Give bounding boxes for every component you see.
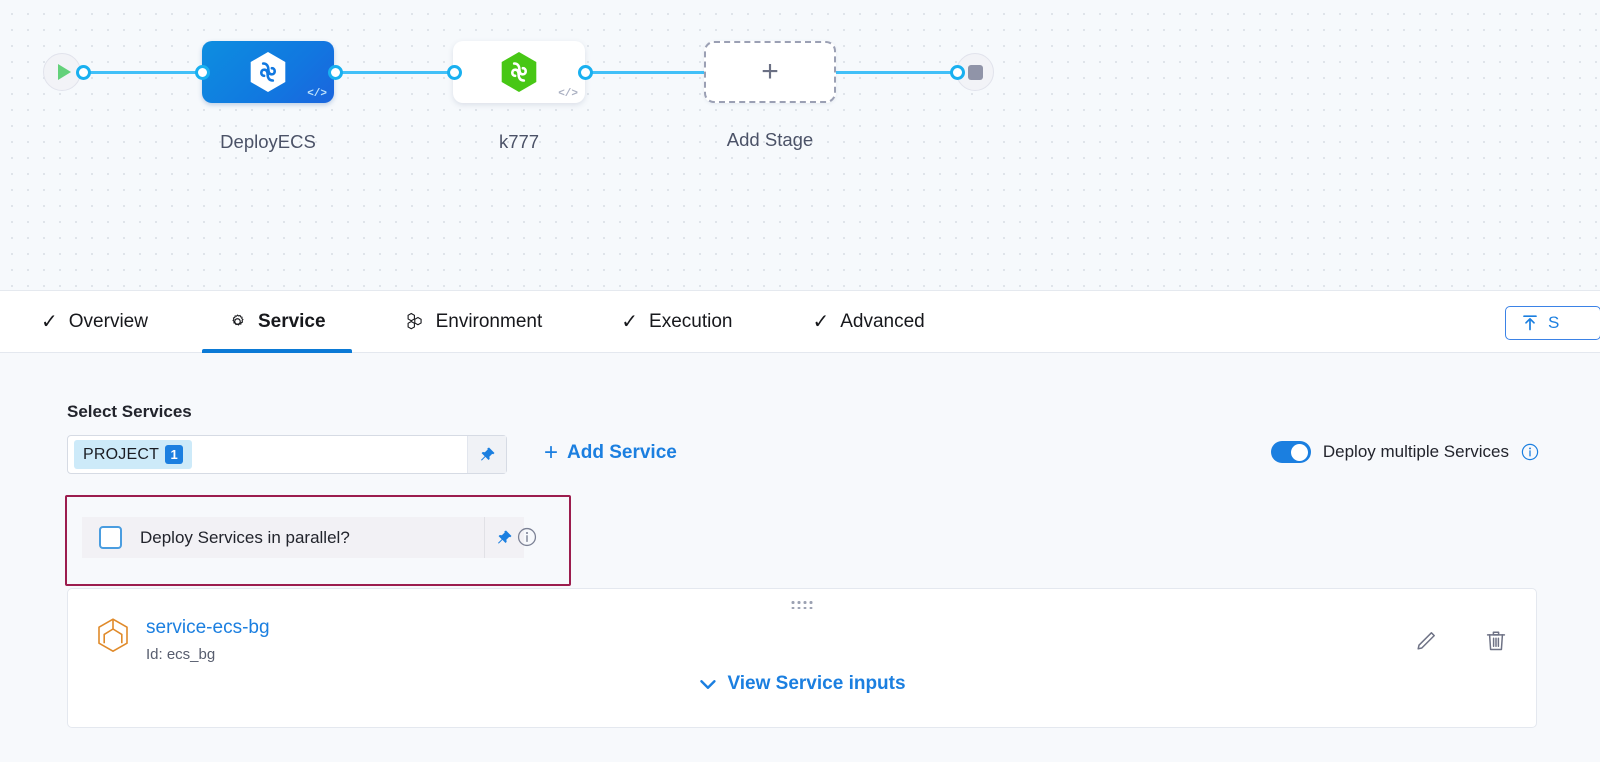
tab-environment-label: Environment	[435, 310, 543, 332]
toggle-knob	[1290, 443, 1308, 461]
pencil-icon[interactable]	[1414, 629, 1438, 653]
stage-label-k777: k777	[498, 131, 540, 152]
add-service-button[interactable]: + Add Service	[544, 441, 677, 465]
check-icon: ✓	[812, 310, 830, 333]
add-stage-button[interactable]: +	[704, 41, 836, 103]
service-cube-icon	[98, 618, 128, 652]
drag-handle-icon[interactable]	[791, 601, 813, 609]
scope-chip-count: 1	[165, 445, 184, 464]
save-button-label: S	[1548, 313, 1560, 332]
service-card-actions	[1414, 629, 1508, 653]
service-identity: service-ecs-bg Id: ecs_bg	[96, 617, 270, 663]
harness-hexagon-icon	[501, 52, 537, 92]
deploy-multiple-services-label: Deploy multiple Services	[1322, 442, 1509, 461]
info-icon[interactable]	[1521, 443, 1539, 461]
tab-service[interactable]: Service	[201, 291, 352, 353]
port-k777-in[interactable]	[447, 65, 462, 80]
tab-advanced[interactable]: ✓ Advanced	[786, 291, 950, 353]
edge-addstage-to-end	[828, 71, 964, 74]
check-icon: ✓	[621, 310, 639, 333]
info-icon	[517, 527, 537, 547]
edge-k777-to-addstage	[578, 71, 718, 74]
tab-advanced-label: Advanced	[840, 310, 925, 332]
pin-icon[interactable]	[467, 436, 506, 473]
services-select-input[interactable]: PROJECT 1	[67, 435, 507, 474]
code-badge-icon[interactable]: </>	[307, 88, 327, 100]
select-services-title: Select Services	[67, 402, 192, 421]
stage-label-deployecs: DeployECS	[220, 131, 316, 152]
chevron-down-icon	[700, 679, 716, 689]
stage-node-k777[interactable]: </>	[453, 41, 585, 103]
edge-deployecs-to-k777	[328, 71, 460, 74]
trash-icon[interactable]	[1484, 629, 1508, 653]
port-k777-out[interactable]	[578, 65, 593, 80]
deploy-parallel-label: Deploy Services in parallel?	[140, 527, 350, 547]
add-service-label: Add Service	[567, 442, 677, 463]
deploy-parallel-row[interactable]: Deploy Services in parallel?	[82, 517, 524, 558]
check-icon: ✓	[41, 310, 58, 333]
stage-config-tabs: ✓ Overview Service Environment ✓ Executi	[0, 291, 1600, 353]
pipeline-start-node[interactable]	[43, 53, 81, 91]
tab-execution[interactable]: ✓ Execution	[595, 291, 758, 353]
tab-overview-label: Overview	[68, 310, 148, 332]
hexagon-cluster-icon	[407, 312, 422, 330]
deploy-parallel-info[interactable]	[517, 527, 537, 552]
gear-icon	[232, 314, 244, 326]
port-deployecs-out[interactable]	[328, 65, 343, 80]
add-stage-label: Add Stage	[726, 129, 814, 150]
pipeline-canvas[interactable]: </> DeployECS </> k777 + Add Stage	[0, 0, 1600, 291]
tab-overview[interactable]: ✓ Overview	[15, 291, 174, 353]
scope-chip-label: PROJECT	[83, 445, 160, 463]
service-id-text: Id: ecs_bg	[146, 645, 216, 663]
deploy-multiple-services-row: Deploy multiple Services	[1270, 441, 1539, 463]
tab-execution-label: Execution	[649, 310, 733, 332]
tab-service-label: Service	[257, 310, 326, 332]
view-service-inputs-button[interactable]: View Service inputs	[698, 673, 906, 695]
highlight-annotation-box: Deploy Services in parallel?	[65, 495, 571, 586]
plus-icon: +	[544, 439, 559, 466]
plus-icon: +	[761, 55, 779, 88]
play-icon	[57, 64, 71, 80]
port-end-in[interactable]	[950, 65, 965, 80]
scope-chip-project[interactable]: PROJECT 1	[74, 440, 193, 469]
code-badge-icon[interactable]: </>	[558, 88, 578, 100]
harness-hexagon-icon	[250, 52, 286, 92]
view-service-inputs-label: View Service inputs	[727, 673, 906, 694]
deploy-parallel-checkbox[interactable]	[99, 526, 122, 549]
edge-start-to-deployecs	[72, 71, 212, 74]
stage-node-deployecs[interactable]: </>	[202, 41, 334, 103]
service-name-link[interactable]: service-ecs-bg	[146, 617, 270, 638]
tab-environment[interactable]: Environment	[378, 291, 569, 353]
service-card: service-ecs-bg Id: ecs_bg View Service i…	[67, 588, 1537, 728]
save-upload-icon	[1523, 315, 1537, 331]
save-as-template-button[interactable]: S	[1505, 306, 1600, 340]
deploy-multiple-services-toggle[interactable]	[1270, 441, 1311, 463]
port-start-out[interactable]	[76, 65, 91, 80]
pin-icon[interactable]	[484, 517, 524, 558]
stop-icon	[967, 64, 983, 80]
port-deployecs-in[interactable]	[195, 65, 210, 80]
